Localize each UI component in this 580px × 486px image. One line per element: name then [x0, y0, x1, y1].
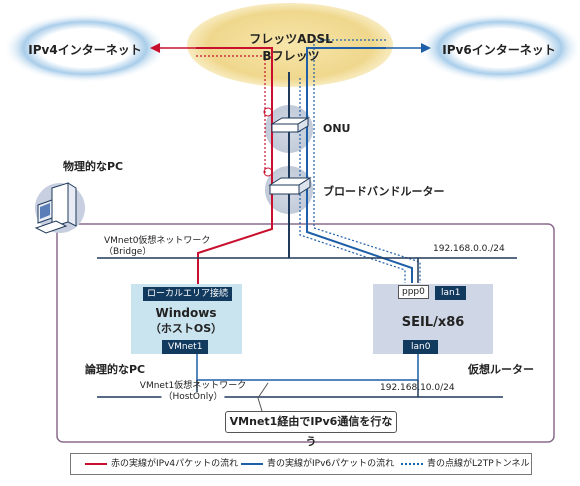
legend-blue-dotted-swatch	[401, 463, 423, 465]
onu-label: ONU	[323, 122, 351, 135]
arrow-ipv6	[421, 43, 431, 53]
vmnet1-mode: （HostOnly）	[161, 392, 225, 403]
broadband-router-label: ブロードバンドルーター	[323, 185, 445, 198]
virtual-router-label: 仮想ルーター	[468, 363, 534, 376]
lan1-interface-label: lan1	[435, 286, 467, 300]
l2tp-path	[313, 39, 421, 283]
adsl-cloud	[187, 3, 393, 87]
vmnet1-name: VMnet1仮想ネットワーク	[139, 381, 247, 391]
windows-title: Windows	[155, 306, 217, 320]
vmnet0-name: VMnet0仮想ネットワーク	[104, 236, 211, 246]
ipv6-path	[306, 47, 413, 283]
adsl-label: フレッツADSL	[249, 32, 333, 46]
physical-pc-label: 物理的なPC	[63, 160, 124, 173]
ipv4-cloud	[3, 13, 167, 83]
ipv4-internet-label: IPv4インターネット	[28, 43, 142, 57]
seil-title: SEIL/x86	[401, 315, 465, 330]
legend-red-solid-swatch	[85, 463, 107, 465]
lan0-interface-label: lan0	[403, 340, 439, 354]
vmnet0-mode: （Bridge）	[104, 247, 152, 257]
arrow-ipv4	[150, 43, 160, 53]
computer-icon	[34, 182, 85, 234]
vmnet0-subnet: 192.168.0.0./24	[433, 244, 505, 254]
legend-blue-solid-swatch	[241, 463, 263, 465]
onu-device	[270, 117, 310, 133]
vmnet1-subnet: 192.168.10.0/24	[380, 383, 455, 393]
ipv6-via-vmnet1-callout: VMnet1経由でIPv6通信を行なう	[225, 411, 397, 448]
ipv4-path	[196, 47, 273, 285]
local-area-connection-label: ローカルエリア接続	[143, 287, 233, 301]
ipv6-internet-label: IPv6インターネット	[442, 43, 556, 57]
physical-pc-frame	[56, 223, 555, 443]
legend-ipv6: 青の実線がIPv6パケットの流れ	[267, 459, 395, 469]
host-os-label: （ホストOS）	[149, 322, 223, 335]
ipv6-cloud	[418, 13, 580, 83]
legend-l2tp: 青の点線がL2TPトンネル	[427, 459, 530, 469]
logical-pc-label: 論理的なPC	[85, 363, 146, 376]
ppp0-interface-label: ppp0	[398, 285, 429, 299]
legend: 赤の実線がIPv4パケットの流れ 青の実線がIPv6パケットの流れ 青の点線がL…	[70, 453, 532, 475]
bflets-label: Bフレッツ	[262, 49, 320, 63]
broadband-router-device	[268, 177, 312, 195]
legend-ipv4: 赤の実線がIPv4パケットの流れ	[111, 459, 239, 469]
vmnet1-adapter-label: VMnet1	[162, 340, 209, 354]
